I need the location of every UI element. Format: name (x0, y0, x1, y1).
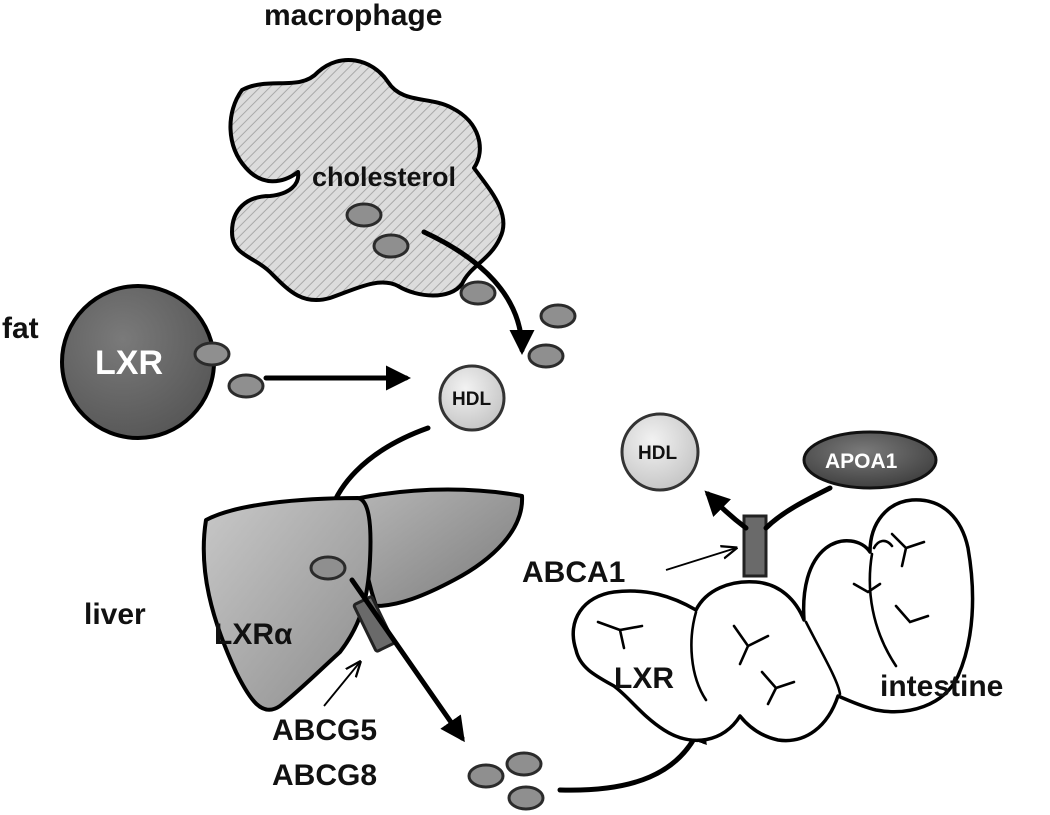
cholesterol-molecule (193, 341, 231, 367)
liver-label: liver (84, 598, 146, 631)
abca1-pointer (665, 548, 736, 571)
apoa1-uptake-line (763, 485, 833, 531)
intestine-villus (890, 532, 926, 568)
cholesterol-molecule (309, 555, 347, 581)
liver-left-lobe (201, 496, 373, 712)
intestine-group: LXR intestine (571, 498, 1003, 743)
intestine-fold (868, 552, 898, 668)
intestine-villus (760, 670, 796, 706)
cholesterol-label: cholesterol (312, 162, 456, 192)
hdl-right-label: HDL (638, 443, 677, 464)
cholesterol-molecule (227, 373, 265, 399)
arrow-abca1-to-hdl (704, 490, 749, 531)
apoa1-label: APOA1 (825, 450, 898, 473)
fat-label: fat (2, 312, 39, 345)
hdl-center-label: HDL (452, 389, 491, 410)
liver-group: liver LXRα (84, 487, 525, 712)
cholesterol-molecule (372, 233, 410, 259)
cholesterol-molecule (505, 751, 543, 777)
macrophage-label: macrophage (264, 0, 442, 32)
abca1-transporter (742, 514, 768, 578)
hdl-particle-center (438, 364, 506, 432)
cholesterol-molecule (507, 785, 545, 811)
cholesterol-molecule (527, 343, 565, 369)
intestine-lxr-label: LXR (614, 662, 674, 695)
intestine-villus (852, 582, 882, 594)
intestine-villus (894, 604, 930, 624)
arrow-liver-excretion (349, 577, 465, 743)
intestine-loops (571, 498, 975, 743)
liver-lxr-alpha-label: LXRα (214, 618, 293, 651)
abcg5-pointer (323, 662, 360, 707)
abca1-label: ABCA1 (522, 556, 625, 589)
cholesterol-molecule (345, 202, 383, 228)
intestine-fold (804, 620, 842, 696)
fat-lxr-label: LXR (95, 344, 163, 382)
hdl-particle-right (620, 412, 700, 492)
intestine-fold (872, 539, 894, 550)
abcg5-label: ABCG5 (272, 714, 377, 747)
intestine-fold (690, 610, 708, 702)
intestine-villus (596, 620, 644, 650)
efflux-arrow-macrophage-to-hdl (421, 229, 535, 355)
intestine-label: intestine (880, 670, 1003, 703)
abcg8-label: ABCG8 (272, 759, 377, 792)
abcg5-abcg8-transporter (352, 595, 396, 653)
liver-right-lobe (357, 487, 525, 608)
cholesterol-molecule (467, 763, 505, 789)
intestine-villus (732, 624, 770, 666)
apoa1-particle (802, 430, 938, 490)
cholesterol-molecule (459, 280, 497, 306)
fat-group: fat LXR (2, 284, 265, 440)
cholesterol-molecule (539, 303, 577, 329)
